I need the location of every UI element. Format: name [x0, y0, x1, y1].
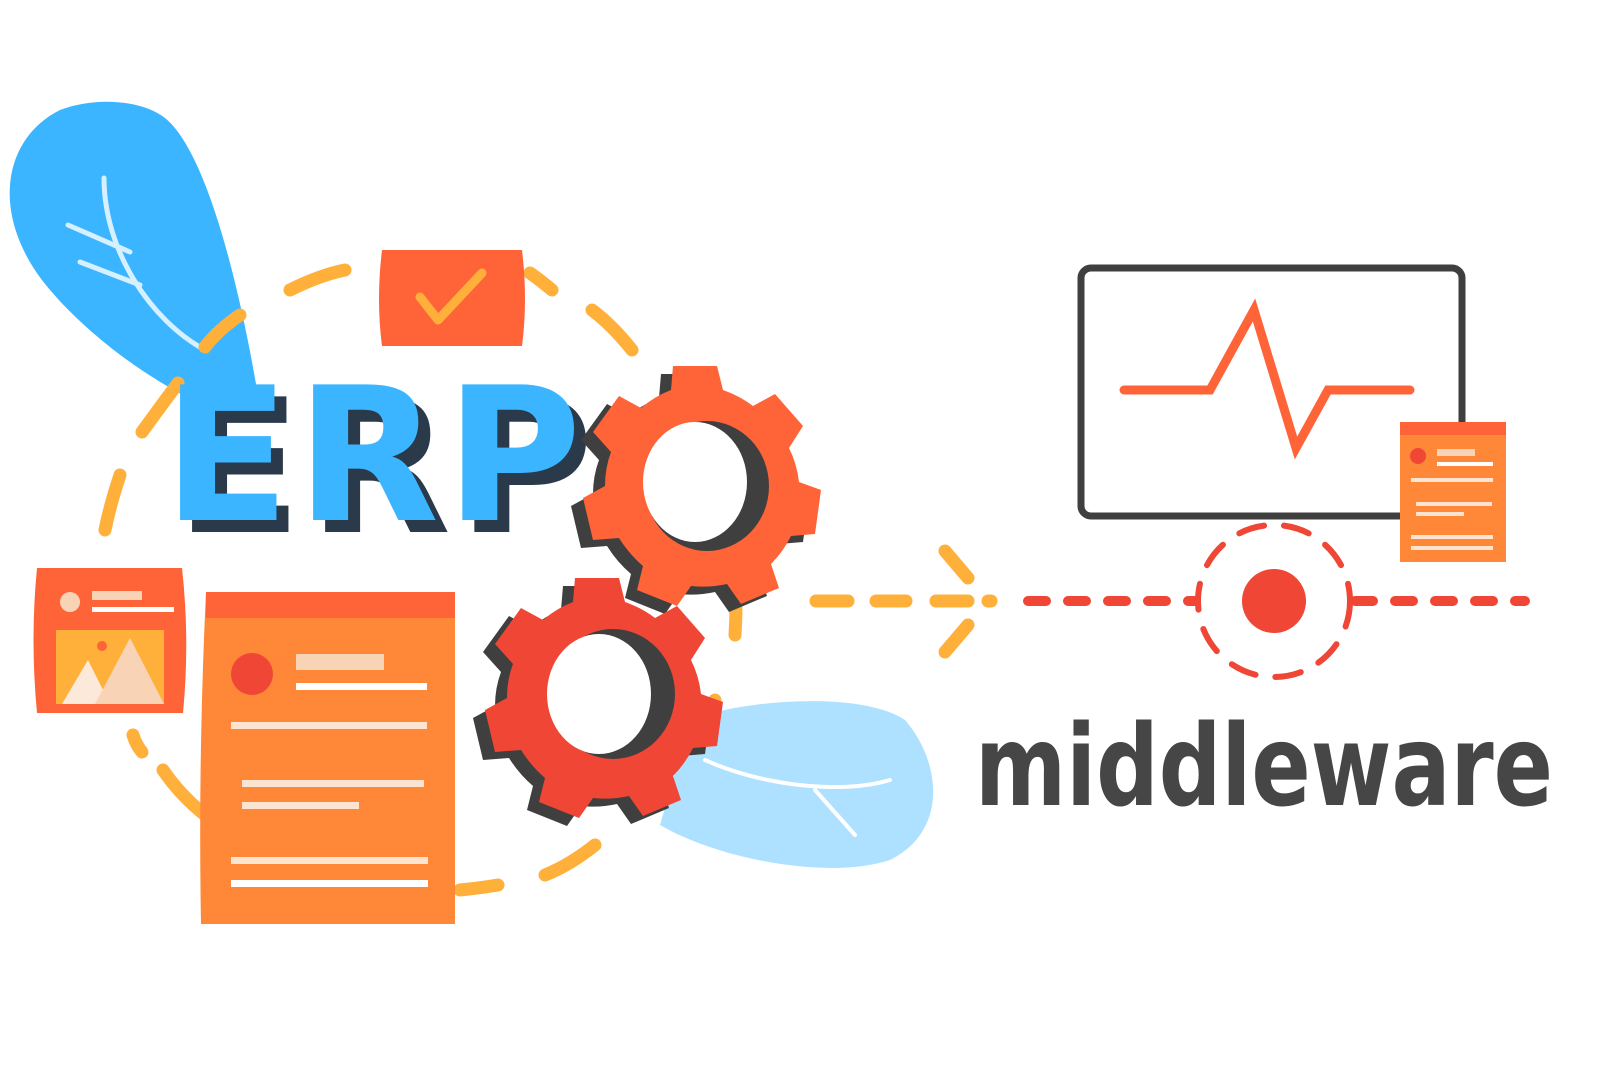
document-icon — [200, 592, 455, 924]
arrow-right-icon — [809, 544, 998, 659]
leaf-icon-light — [660, 701, 934, 868]
erp-title-shadow: ERP — [175, 359, 600, 576]
gear-icon — [473, 366, 821, 826]
erp-title-text: ERP — [163, 347, 588, 564]
chart-card-icon — [33, 568, 187, 713]
target-dot-icon — [1195, 522, 1353, 680]
middleware-label: middleware — [975, 702, 1553, 832]
erp-title: ERP ERP — [163, 347, 600, 576]
leaf-icon — [9, 101, 262, 420]
pulse-line-icon — [1119, 298, 1415, 460]
monitor-icon — [1077, 264, 1466, 520]
document-icon-small — [1400, 422, 1506, 562]
checkmark-card-icon — [379, 250, 525, 346]
